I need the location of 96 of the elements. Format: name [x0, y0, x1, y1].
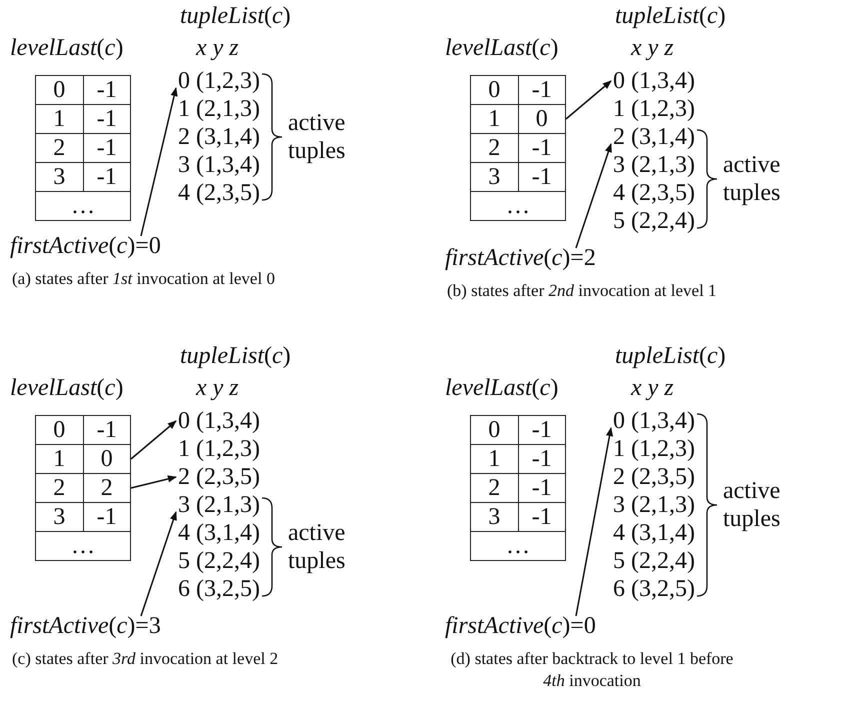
arrow [140, 87, 178, 236]
table-row [470, 502, 566, 532]
tuple-entry: 2 (3,1,4) [613, 124, 695, 150]
tuple-entry: 3 (1,3,4) [178, 152, 260, 178]
tuple-entry: 0 (1,3,4) [613, 408, 695, 434]
tuple-entry: 1 (1,2,3) [178, 436, 260, 462]
variable-label: firstActive(c)=2 [445, 244, 596, 272]
table-row [470, 104, 566, 134]
tuple-entry: 5 (2,2,4) [178, 548, 260, 574]
column-heading: x y z [631, 374, 674, 402]
tuple-entry: 3 (2,1,3) [178, 492, 260, 518]
caption: (b) states after 2nd invocation at level 1 [447, 280, 718, 302]
column-heading: x y z [196, 374, 239, 402]
brace-label: active tuples [722, 151, 782, 207]
arrow [575, 427, 614, 616]
tuple-entry: 4 (3,1,4) [178, 520, 260, 546]
tuple-entry: 1 (2,1,3) [178, 96, 260, 122]
arrow [566, 80, 612, 120]
tuple-entry: 0 (1,3,4) [613, 68, 695, 94]
tuple-entry: 4 (2,3,5) [613, 180, 695, 206]
tuple-entry: 2 (3,1,4) [178, 124, 260, 150]
table-cell-text: … [70, 532, 96, 560]
table-cell-text: 2 [487, 474, 502, 502]
table-cell-text: … [70, 192, 96, 220]
table-row [470, 133, 566, 163]
heading: levelLast(c) [10, 374, 124, 402]
table-row [35, 473, 131, 503]
table-cell-text: 0 [52, 76, 66, 104]
tuple-entry: 4 (2,3,5) [178, 180, 260, 206]
variable-label: firstActive(c)=3 [10, 612, 161, 640]
brace-label: active tuples [722, 477, 782, 533]
table-row [470, 415, 566, 445]
table-row [35, 502, 131, 532]
table-cell-text: 0 [487, 416, 502, 444]
caption: (d) states after backtrack to level 1 before 4th invocation [450, 648, 734, 692]
arrow [130, 420, 177, 460]
tuple-entry: 5 (2,2,4) [613, 548, 695, 574]
table-cell-text: 3 [52, 503, 66, 531]
tuple-entry: 4 (3,1,4) [613, 520, 695, 546]
table-cell-text: 0 [52, 416, 66, 444]
arrow [575, 143, 612, 248]
table-cell-text: 1 [487, 105, 502, 133]
table-cell-text: 2 [52, 474, 66, 502]
table-row [35, 415, 131, 445]
table-cell-text: 3 [487, 163, 502, 191]
table-cell-text: … [505, 532, 531, 560]
tuple-entry: 5 (2,2,4) [613, 208, 695, 234]
table-row [35, 531, 131, 561]
table-row [35, 444, 131, 474]
table-row [470, 162, 566, 192]
heading: levelLast(c) [10, 34, 124, 62]
table-row [35, 191, 131, 221]
table-cell-text: 3 [487, 503, 502, 531]
table-cell-text: 1 [52, 105, 66, 133]
caption: (c) states after 3rd invocation at level 2 [12, 648, 280, 670]
column-heading: x y z [196, 34, 239, 62]
arrow [140, 511, 177, 616]
brace-label: active tuples [288, 109, 346, 165]
table-cell-text: 0 [487, 76, 502, 104]
table-row [35, 75, 131, 105]
heading: tupleList(c) [615, 2, 726, 30]
table-row [35, 162, 131, 192]
table-row [470, 191, 566, 221]
table-row [470, 531, 566, 561]
tuple-entry: 3 (2,1,3) [613, 152, 695, 178]
tuple-entry: 1 (1,2,3) [613, 436, 695, 462]
tuple-entry: 6 (3,2,5) [178, 576, 260, 602]
tuple-entry: 6 (3,2,5) [613, 576, 695, 602]
heading: tupleList(c) [615, 342, 726, 370]
table-row [35, 104, 131, 134]
column-heading: x y z [631, 34, 674, 62]
table-cell-text: 1 [52, 445, 66, 473]
table-cell-text: 2 [487, 134, 502, 162]
tuple-entry: 1 (1,2,3) [613, 96, 695, 122]
heading: levelLast(c) [445, 34, 558, 62]
tuple-entry: 0 (1,2,3) [178, 68, 260, 94]
arrow [130, 475, 177, 489]
tuple-entry: 2 (2,3,5) [613, 464, 695, 490]
table-cell-text: 1 [487, 445, 502, 473]
table-row [470, 473, 566, 503]
tuple-entry: 2 (2,3,5) [178, 464, 260, 490]
variable-label: firstActive(c)=0 [10, 232, 161, 260]
caption: (a) states after 1st invocation at level 0 [12, 268, 276, 290]
table-cell-text: … [505, 192, 531, 220]
table-row [35, 133, 131, 163]
variable-label: firstActive(c)=0 [445, 612, 596, 640]
tuple-entry: 0 (1,3,4) [178, 408, 260, 434]
brace-label: active tuples [288, 519, 346, 575]
table-row [470, 444, 566, 474]
table-cell-text: 2 [52, 134, 66, 162]
heading: tupleList(c) [180, 2, 291, 30]
table-row [470, 75, 566, 105]
heading: tupleList(c) [180, 342, 291, 370]
tuple-entry: 3 (2,1,3) [613, 492, 695, 518]
table-cell-text: 3 [52, 163, 66, 191]
heading: levelLast(c) [445, 374, 558, 402]
